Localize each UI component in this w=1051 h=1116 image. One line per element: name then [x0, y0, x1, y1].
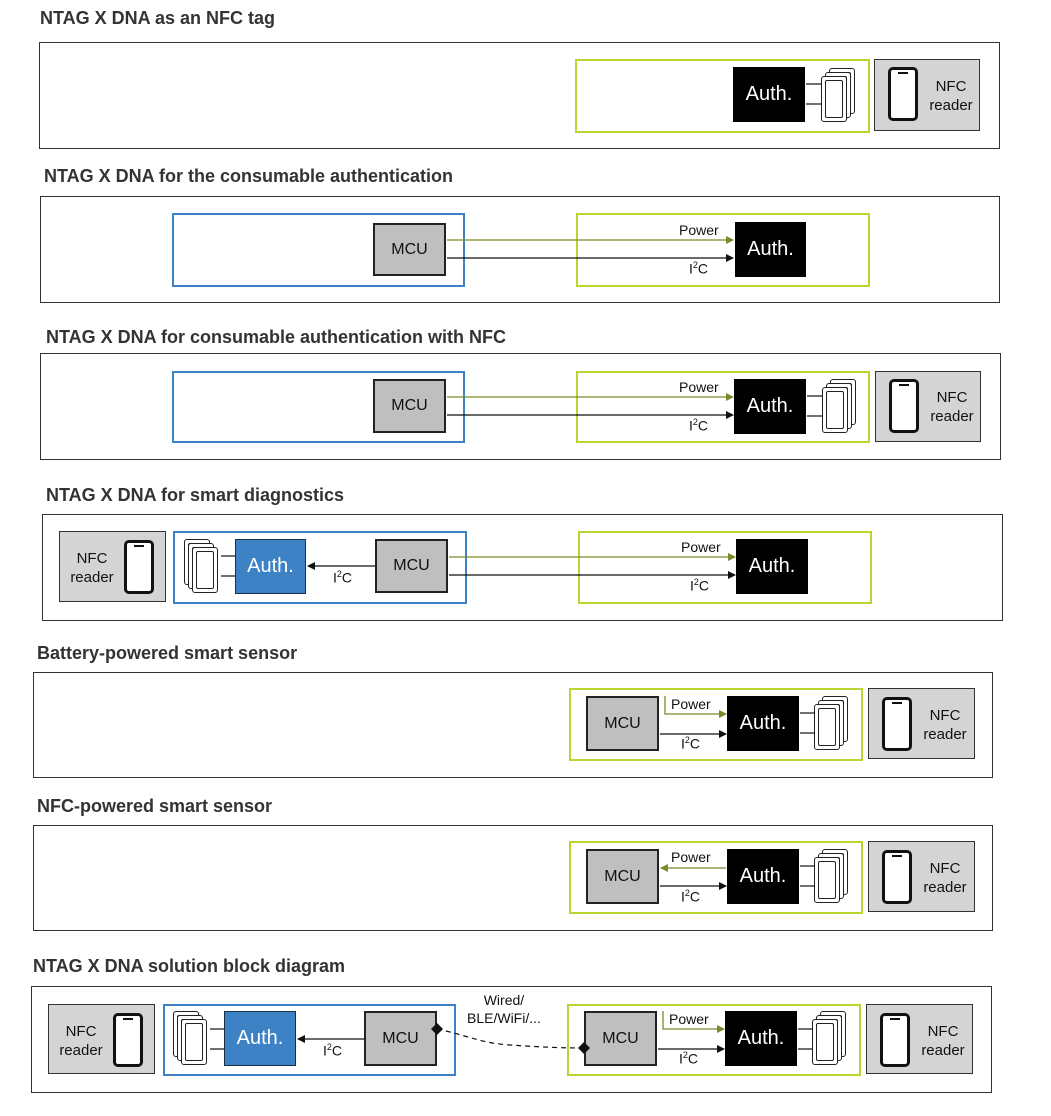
mcu-block: MCU	[373, 223, 446, 276]
mcu-block: MCU	[364, 1011, 437, 1066]
consumable-boundary	[576, 213, 870, 287]
nfc-reader-label: reader	[921, 1042, 965, 1059]
nfc-reader: NFC reader	[868, 688, 975, 759]
i2c-label: I2C	[689, 417, 709, 434]
host-device-boundary	[172, 371, 465, 443]
section-title: Battery-powered smart sensor	[37, 643, 298, 663]
nfc-reader-label: NFC	[936, 389, 968, 406]
i2c-label: I2C	[690, 577, 710, 594]
antenna-icon	[184, 539, 220, 595]
section-title: NTAG X DNA as an NFC tag	[40, 8, 276, 28]
i2c-label: I2C	[689, 260, 709, 277]
section-title: NTAG X DNA solution block diagram	[33, 956, 346, 976]
mcu-block: MCU	[375, 539, 448, 593]
auth-chip: Auth.	[736, 539, 808, 594]
wireless-link	[436, 1028, 585, 1049]
diagnostic-device-boundary	[173, 531, 467, 604]
i2c-label: I2C	[679, 1050, 699, 1067]
nfc-reader-label: reader	[930, 408, 974, 425]
nfc-reader-label: NFC	[76, 550, 108, 567]
i2c-label: I2C	[333, 569, 353, 586]
antenna-icon	[812, 1011, 848, 1067]
section-title: NTAG X DNA for the consumable authentica…	[44, 166, 454, 186]
antenna-icon	[173, 1011, 209, 1067]
power-label: Power	[679, 379, 719, 395]
phone-icon	[882, 697, 912, 751]
phone-icon	[888, 67, 918, 121]
nfc-reader-label: reader	[923, 879, 967, 896]
consumable-boundary	[576, 371, 870, 443]
nfc-reader-label: reader	[70, 569, 114, 586]
mcu-block: MCU	[586, 696, 659, 751]
nfc-reader: NFC reader	[875, 371, 981, 442]
antenna-icon	[821, 68, 857, 124]
sensor-boundary	[567, 1004, 861, 1076]
link-label: Wired/BLE/WiFi/...	[467, 992, 541, 1026]
auth-chip: Auth.	[224, 1011, 296, 1066]
consumable-boundary	[578, 531, 872, 604]
i2c-label: I2C	[323, 1042, 343, 1059]
auth-chip: Auth.	[727, 696, 799, 751]
nfc-reader-label: NFC	[929, 860, 961, 877]
antenna-icon	[822, 379, 858, 435]
i2c-label: I2C	[681, 735, 701, 752]
nfc-reader-label: NFC	[929, 707, 961, 724]
mcu-block: MCU	[373, 379, 446, 433]
phone-icon	[880, 1013, 910, 1067]
tag-boundary	[575, 59, 870, 133]
power-label: Power	[679, 222, 719, 238]
section-title: NTAG X DNA for smart diagnostics	[46, 485, 345, 505]
nfc-reader: NFC reader	[866, 1004, 973, 1074]
nfc-reader-label: reader	[929, 97, 973, 114]
link-endpoint	[431, 1023, 443, 1035]
phone-icon	[113, 1013, 143, 1067]
link-endpoint	[578, 1042, 590, 1054]
power-label: Power	[681, 539, 721, 555]
power-line	[664, 696, 727, 718]
nfc-reader: NFC reader	[48, 1004, 155, 1074]
sensor-boundary	[569, 841, 863, 914]
nfc-reader: NFC reader	[59, 531, 166, 602]
mcu-block: MCU	[584, 1011, 657, 1066]
sensor-boundary	[569, 688, 863, 761]
phone-icon	[124, 540, 154, 594]
auth-chip: Auth.	[727, 849, 799, 904]
nfc-reader-label: reader	[59, 1042, 103, 1059]
nfc-reader-label: NFC	[935, 78, 967, 95]
auth-chip: Auth.	[733, 67, 805, 122]
auth-chip: Auth.	[235, 539, 306, 594]
nfc-reader: NFC reader	[874, 59, 980, 131]
nfc-reader-label: NFC	[65, 1023, 97, 1040]
section-title: NTAG X DNA for consumable authentication…	[46, 327, 507, 347]
power-label: Power	[669, 1011, 709, 1027]
auth-chip: Auth.	[725, 1011, 797, 1066]
phone-icon	[889, 379, 919, 433]
antenna-icon	[814, 696, 850, 752]
diagnostic-device-boundary	[163, 1004, 456, 1076]
section-title: NFC-powered smart sensor	[37, 796, 273, 816]
host-device-boundary	[172, 213, 465, 287]
mcu-block: MCU	[586, 849, 659, 904]
power-label: Power	[671, 696, 711, 712]
antenna-icon	[814, 849, 850, 905]
auth-chip: Auth.	[735, 222, 806, 277]
i2c-label: I2C	[681, 888, 701, 905]
nfc-reader: NFC reader	[868, 841, 975, 912]
nfc-reader-label: NFC	[927, 1023, 959, 1040]
power-label: Power	[671, 849, 711, 865]
auth-chip: Auth.	[734, 379, 806, 434]
power-line	[662, 1011, 725, 1033]
nfc-reader-label: reader	[923, 726, 967, 743]
phone-icon	[882, 850, 912, 904]
